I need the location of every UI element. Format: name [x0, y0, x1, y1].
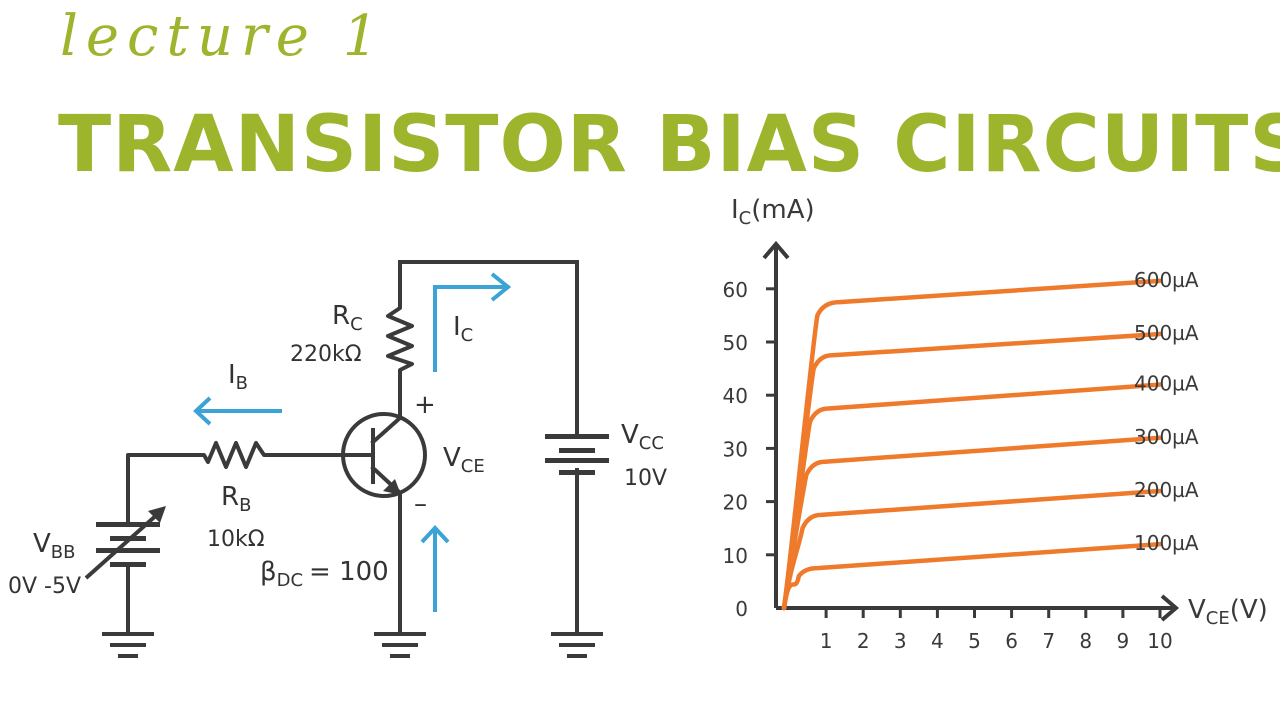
- ground-middle: [374, 632, 426, 658]
- variable-arrow-icon: [148, 506, 166, 523]
- variable-arrow-line: [84, 510, 162, 580]
- x-axis-label: VCE(V): [1188, 595, 1268, 629]
- emitter-arrow-icon: [383, 479, 401, 495]
- y-tick-label: 40: [723, 384, 748, 408]
- y-axis-arrow-icon: [762, 240, 790, 260]
- ib-arrow-head: [193, 396, 212, 426]
- x-axis-arrow-icon: [1160, 594, 1180, 622]
- y-tick-label: 0: [735, 597, 748, 621]
- vce-minus: –: [414, 489, 427, 519]
- y-tick-label: 60: [723, 278, 748, 302]
- vce-label: VCE: [443, 443, 485, 477]
- vcc-label: VCC: [621, 420, 664, 454]
- rb-label: RB: [221, 482, 251, 516]
- battery-vcc: [545, 434, 609, 475]
- ic-label: IC: [453, 312, 473, 346]
- current-arrows: [193, 272, 512, 612]
- series-label-4: 400µA: [1134, 372, 1199, 396]
- rc-value: 220kΩ: [290, 342, 362, 367]
- rb-value: 10kΩ: [207, 527, 265, 552]
- y-tick-label: 20: [723, 491, 748, 515]
- rc-label: RC: [332, 301, 363, 335]
- ib-label: IB: [228, 360, 248, 394]
- ie-arrow-head: [420, 525, 450, 544]
- x-tick-label: 2: [857, 629, 870, 653]
- vce-plus: +: [414, 390, 436, 420]
- ic-arrow-head: [490, 272, 512, 302]
- lecture-label: lecture 1: [60, 4, 387, 69]
- page-title: TRANSISTOR BIAS CIRCUITS: [58, 100, 1280, 190]
- x-tick-label: 3: [894, 629, 907, 653]
- resistor-rc: [386, 296, 414, 420]
- ground-right: [551, 632, 603, 658]
- series-label-3: 300µA: [1134, 425, 1199, 449]
- y-tick-label: 50: [723, 331, 748, 355]
- series-label-2: 200µA: [1134, 478, 1199, 502]
- vcc-value: 10V: [624, 466, 667, 491]
- series-label-1: 100µA: [1134, 531, 1199, 555]
- x-tick-label: 6: [1005, 629, 1018, 653]
- series-line-1: [781, 541, 1163, 611]
- series-line-3: [781, 435, 1163, 611]
- series-line-6: [781, 278, 1163, 611]
- x-tick-label: 1: [820, 629, 833, 653]
- beta-label: βDC= 100: [260, 557, 389, 591]
- wire-top: [398, 260, 579, 434]
- resistor-rb: [126, 441, 274, 522]
- vbb-value: 0V -5V: [8, 574, 81, 599]
- x-tick-label: 9: [1117, 629, 1130, 653]
- y-tick-label: 10: [723, 544, 748, 568]
- x-tick-label: 4: [931, 629, 944, 653]
- y-axis-label: IC(mA): [731, 195, 815, 229]
- circuit-diagram: [102, 260, 603, 658]
- x-tick-label: 8: [1079, 629, 1092, 653]
- series-label-6: 600µA: [1134, 268, 1199, 292]
- x-tick-label: 7: [1042, 629, 1055, 653]
- series-label-5: 500µA: [1134, 321, 1199, 345]
- x-tick-label: 10: [1147, 629, 1172, 653]
- y-tick-label: 30: [723, 437, 748, 461]
- ic-arrow-icon: [433, 285, 508, 372]
- vbb-label: VBB: [33, 529, 76, 563]
- ground-left: [102, 632, 154, 658]
- x-tick-label: 5: [968, 629, 981, 653]
- transistor-collector: [370, 415, 403, 445]
